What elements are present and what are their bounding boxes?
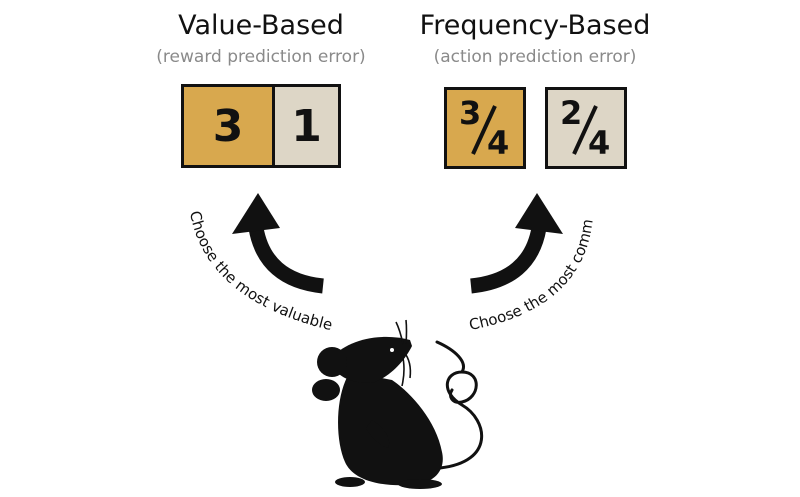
value-based-title: Value-Based — [178, 10, 344, 41]
fraction-low-denominator: 4 — [588, 124, 611, 162]
value-option-box: 3 1 — [181, 84, 341, 168]
frequency-option-low: 2 4 — [545, 87, 627, 169]
value-cell-high: 3 — [184, 87, 275, 165]
frequency-based-title: Frequency-Based — [419, 10, 651, 41]
fraction-low-numerator: 2 — [560, 94, 583, 132]
value-based-subtitle: (reward prediction error) — [156, 47, 366, 67]
frequency-option-high: 3 4 — [444, 87, 526, 169]
curved-arrow-right-icon — [470, 193, 563, 294]
value-high-number: 3 — [212, 100, 244, 152]
fraction-high-numerator: 3 — [459, 94, 482, 132]
fraction-high-denominator: 4 — [487, 124, 510, 162]
mouse-icon — [312, 319, 483, 489]
fraction-slash-icon — [471, 105, 497, 155]
frequency-based-subtitle: (action prediction error) — [433, 47, 637, 67]
fraction-slash-icon — [572, 105, 598, 155]
value-low-number: 1 — [291, 100, 322, 152]
curved-arrow-left-icon — [232, 193, 324, 294]
value-cell-low: 1 — [275, 87, 338, 165]
